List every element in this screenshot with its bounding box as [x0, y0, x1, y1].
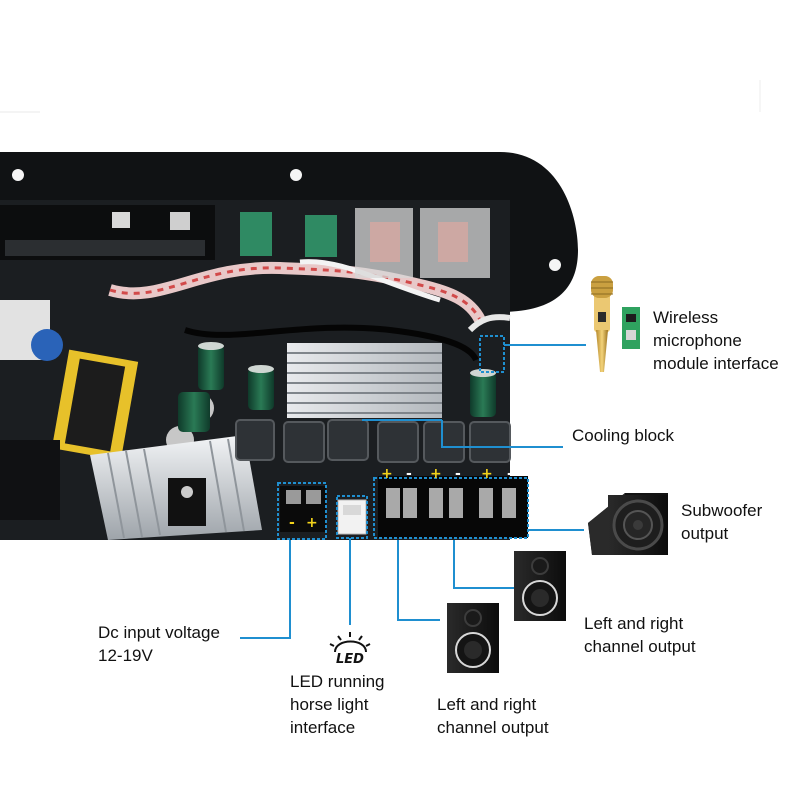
label-left-right-output-bottom: Left and right channel output [437, 693, 549, 739]
label-line: Cooling block [572, 426, 675, 445]
label-line: Left and right [584, 614, 684, 633]
spk-plus-2: + [430, 466, 442, 482]
label-line: microphone [653, 331, 742, 350]
label-line: channel output [437, 718, 549, 737]
label-line: Wireless [653, 308, 719, 327]
label-line: output [681, 524, 729, 543]
label-line: 12-19V [98, 646, 153, 665]
label-line: Dc input voltage [98, 623, 220, 642]
power-supply-area [0, 300, 262, 540]
label-dc-input-voltage: Dc input voltage 12-19V [98, 621, 220, 667]
spk-minus-3: - [507, 466, 513, 482]
label-wireless-microphone: Wireless microphone module interface [653, 306, 779, 375]
led-badge-text: LED [336, 652, 364, 667]
led-connector [337, 499, 367, 535]
led-icon [329, 632, 371, 653]
spk-minus-2: - [455, 466, 461, 482]
spk-plus-3: + [481, 466, 493, 482]
callout-lines [240, 335, 586, 639]
label-line: module interface [653, 354, 779, 373]
label-subwoofer-output: Subwoofer output [681, 499, 762, 545]
wireless-module-box [479, 335, 505, 373]
speaker-terminals [378, 476, 528, 538]
label-line: Left and right [437, 695, 537, 714]
cooling-block-heatsink [287, 343, 442, 418]
inductors [235, 419, 511, 463]
label-left-right-output-right: Left and right channel output [584, 612, 696, 658]
speaker-terminal-box [373, 477, 529, 539]
dc-input-box [277, 482, 327, 540]
capacitors [178, 342, 496, 432]
label-line: interface [290, 718, 356, 737]
dc-minus-mark: - [289, 515, 295, 531]
label-line: LED running [290, 672, 385, 691]
dc-polarity-marks: - + [289, 515, 318, 531]
microphone-icon [591, 276, 613, 372]
label-cooling-block: Cooling block [572, 424, 674, 447]
led-connector-box [336, 495, 368, 539]
speaker-right-icon [514, 551, 566, 621]
wireless-module-icon [622, 307, 640, 349]
label-line: channel output [584, 637, 696, 656]
label-led-running-horse-light: LED running horse light interface [290, 670, 385, 739]
spk-plus-1: + [381, 466, 393, 482]
dc-plus-mark: + [306, 515, 318, 531]
spk-minus-1: - [406, 466, 412, 482]
label-line: Subwoofer [681, 501, 763, 520]
speaker-polarity-marks: + - + - + - [381, 466, 513, 482]
dc-input-terminal [280, 486, 326, 532]
speaker-bottom-icon [447, 603, 499, 673]
subwoofer-icon [588, 493, 668, 555]
label-line: horse light [290, 695, 369, 714]
